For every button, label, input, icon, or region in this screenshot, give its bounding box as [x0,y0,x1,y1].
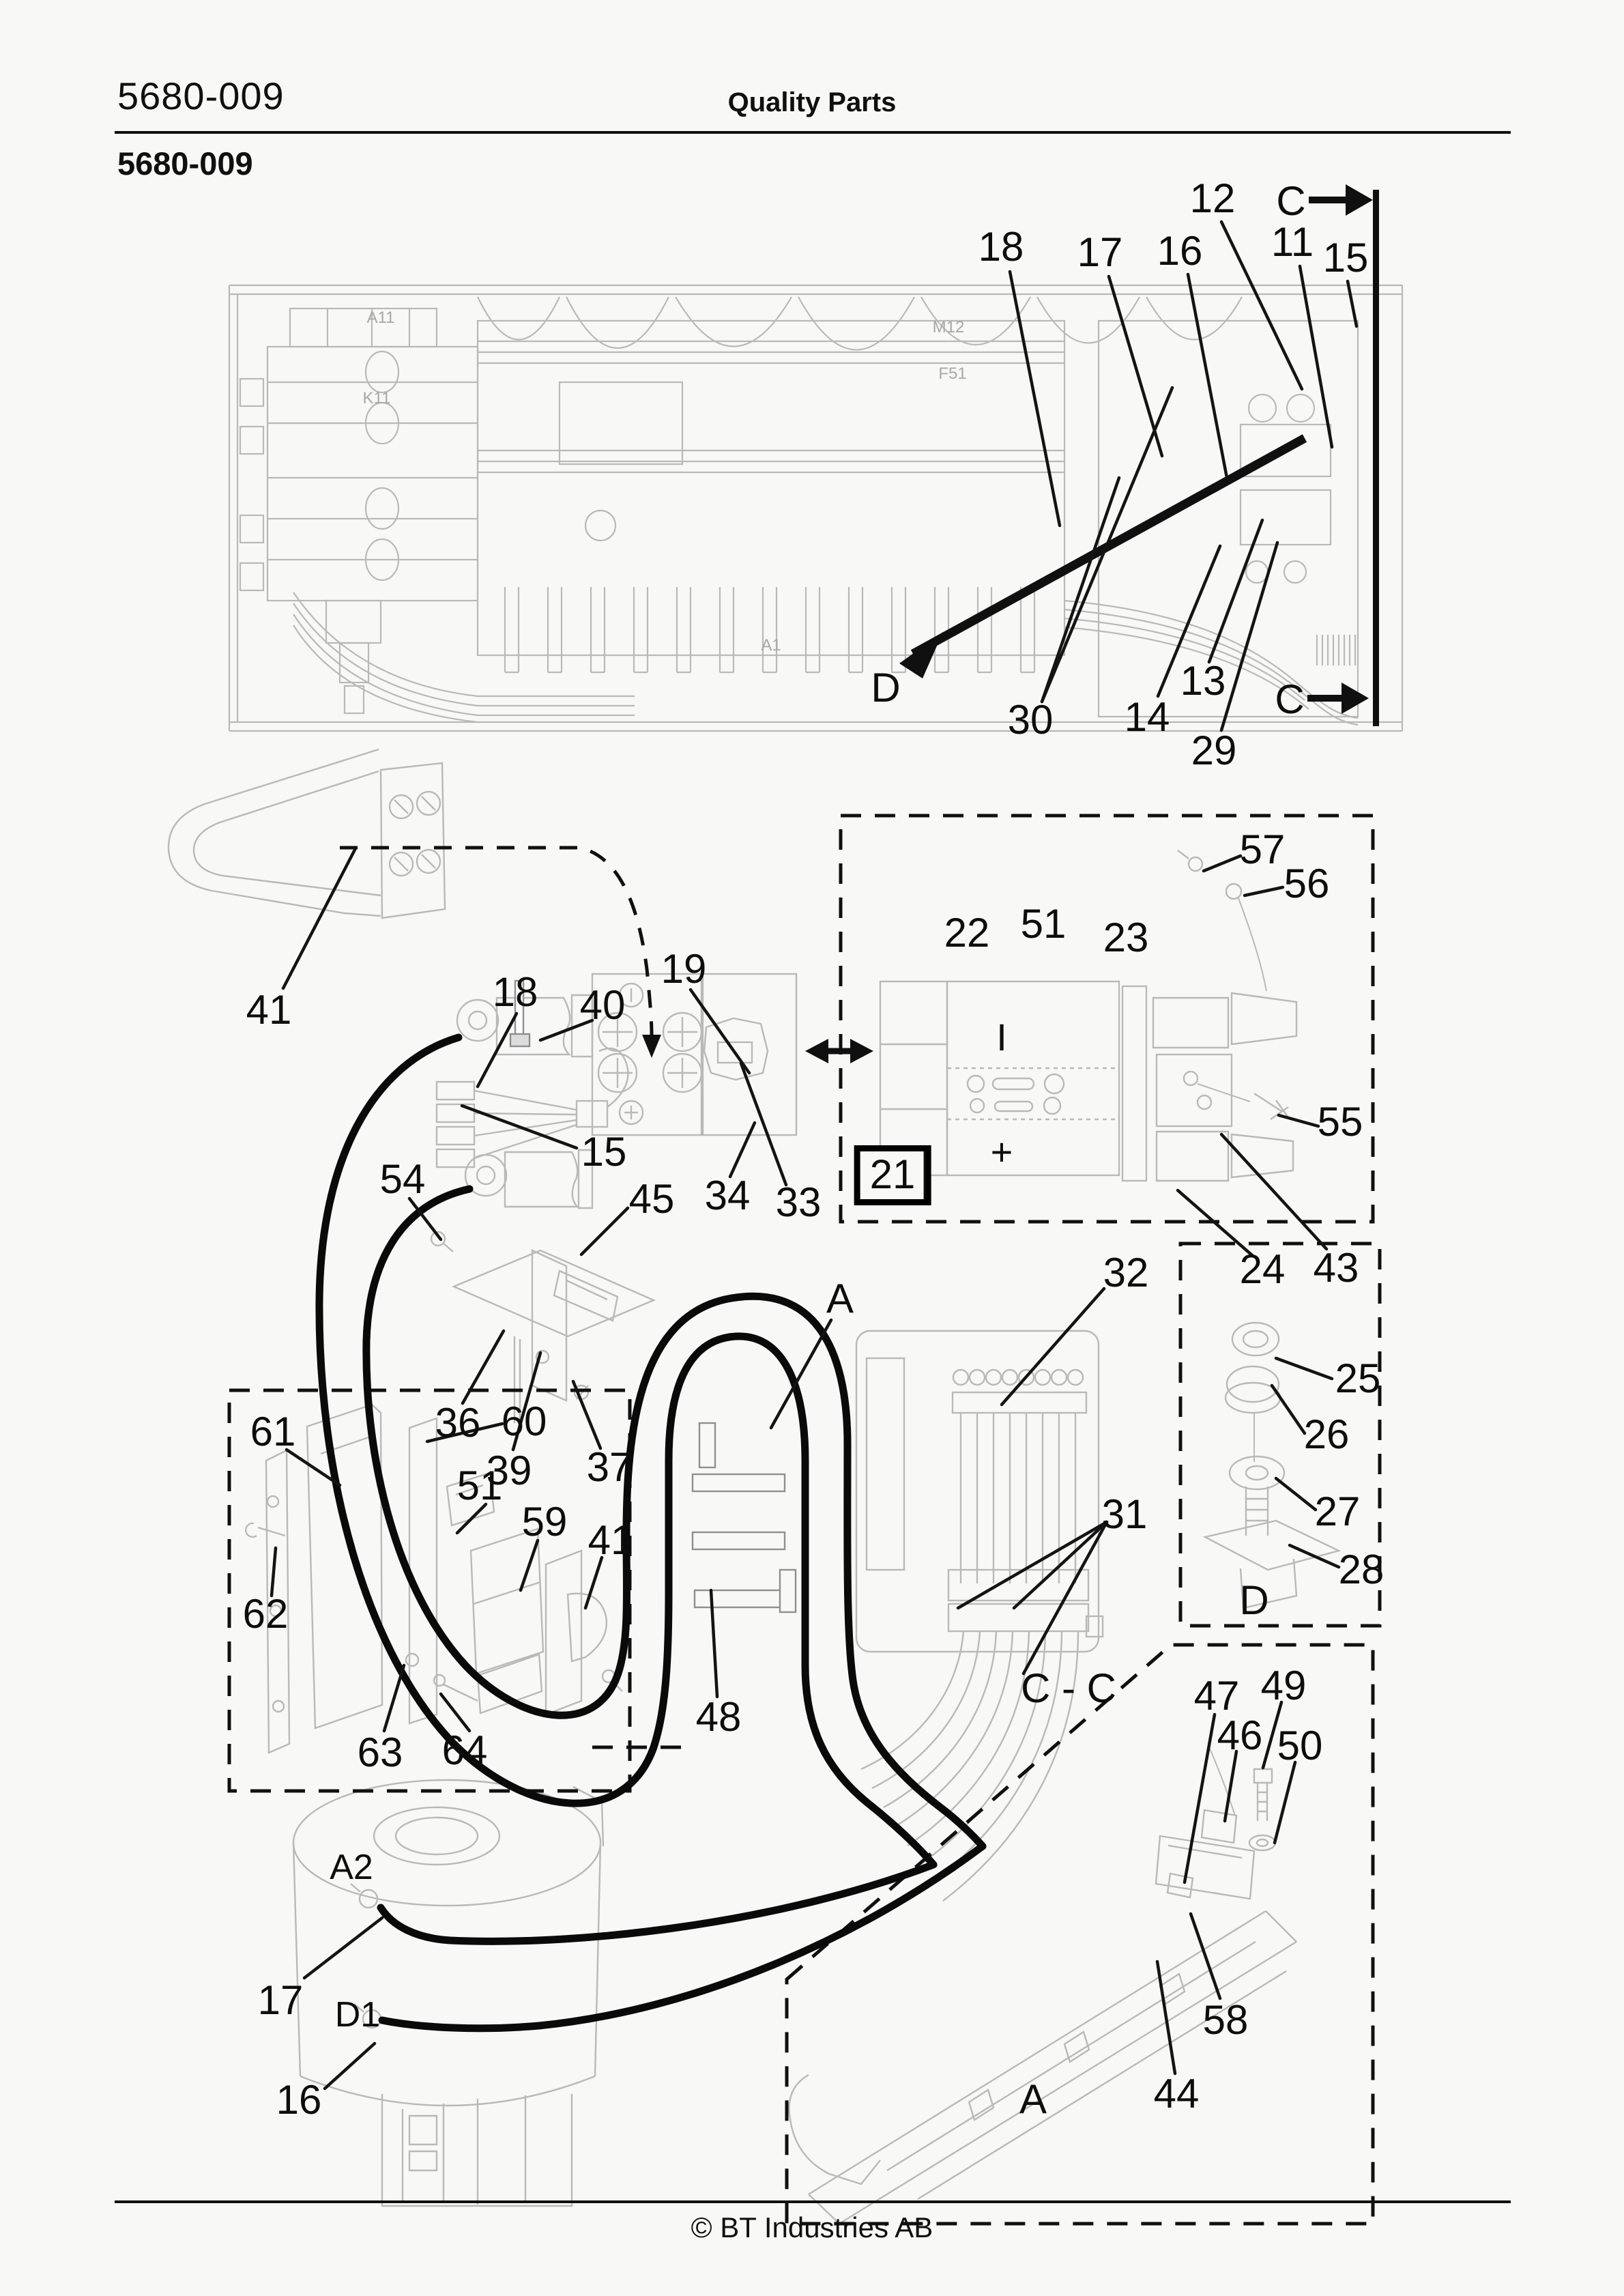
section-label-d-box: D [1239,1577,1269,1623]
detail-box-c-c [785,1643,1375,2226]
connector-minus-mark: I [996,1016,1007,1059]
footer-rule [115,2200,1511,2203]
part-label-18-top: 18 [978,224,1024,270]
d-arrow-head [899,632,943,678]
section-label-c-c: C - C [1021,1665,1116,1711]
part-label-64: 64 [441,1727,488,1773]
part-label-61: 61 [250,1409,296,1454]
part-label-60: 60 [501,1398,547,1444]
part-label-32: 32 [1103,1250,1149,1295]
document-number-header: 5680-009 [117,74,285,117]
part-label-15-mid: 15 [581,1129,627,1175]
part-label-49: 49 [1260,1663,1307,1708]
part-label-39: 39 [486,1448,532,1493]
part-label-26: 26 [1303,1411,1350,1457]
part-label-50: 50 [1277,1723,1323,1768]
footer-copyright: © BT Industries AB [691,2211,933,2243]
d-arrow-shaft [910,434,1307,658]
part-label-19: 19 [661,946,707,992]
part-label-55: 55 [1317,1099,1363,1145]
sketch-ref-k11: K11 [362,389,391,407]
part-label-43: 43 [1313,1245,1359,1291]
section-arrows [805,184,1379,1063]
part-label-41-left: 41 [588,1517,634,1563]
connector-plus-mark: + [990,1130,1013,1173]
part-label-16-bottom: 16 [276,2077,322,2123]
part-label-62: 62 [242,1591,289,1637]
terminal-label-d1: D1 [334,1995,381,2035]
part-label-46: 46 [1217,1712,1263,1758]
part-label-51-left: 51 [456,1463,503,1508]
part-label-36: 36 [435,1400,481,1446]
part-label-44: 44 [1153,2071,1200,2116]
part-label-28: 28 [1338,1547,1384,1592]
part-label-12: 12 [1189,175,1236,221]
terminal-label-a2: A2 [330,1848,373,1887]
dashed-boxes [227,814,1382,2226]
section-arrow-c-top: C [1276,178,1306,224]
pointer-arrowhead-down [642,1035,661,1058]
sketch-ref-f51: F51 [938,364,967,383]
part-label-31: 31 [1101,1491,1148,1537]
part-label-59: 59 [521,1499,568,1545]
part-label-18-mid: 18 [492,969,538,1015]
part-label-14: 14 [1124,694,1170,740]
part-label-16-top: 16 [1157,228,1203,274]
sketch-ref-m12: M12 [932,318,965,336]
section-label-d: D [871,665,901,711]
part-label-29: 29 [1191,728,1237,773]
figure-ref-21: 21 [854,1145,931,1205]
part-label-17-top: 17 [1077,229,1123,275]
header-rule [115,131,1511,134]
swap-arrow-left [805,1039,828,1063]
c-arrow-bottom [1342,683,1369,714]
part-label-37: 37 [586,1444,633,1490]
part-label-40: 40 [579,982,626,1028]
part-label-17-bottom: 17 [257,1977,304,2023]
part-label-45: 45 [628,1176,675,1222]
part-label-47: 47 [1193,1673,1240,1719]
c-arrow-top [1346,184,1373,216]
part-label-24: 24 [1239,1246,1286,1292]
part-label-34: 34 [704,1173,751,1218]
swap-arrow-right [850,1039,873,1063]
part-label-23: 23 [1103,915,1149,960]
part-label-51-box21: 51 [1020,901,1067,947]
detail-box-left [227,1388,632,1793]
part-label-54: 54 [379,1156,426,1202]
section-label-a-cc: A [1019,2076,1047,2122]
battery-cables [315,1033,987,2033]
part-label-11: 11 [1271,219,1314,265]
part-label-56: 56 [1284,861,1330,906]
part-label-63: 63 [357,1730,403,1775]
sketch-ref-a11: A11 [366,308,395,327]
part-label-27: 27 [1314,1489,1361,1534]
part-label-41-handle: 41 [246,987,292,1033]
part-label-30: 30 [1007,697,1054,743]
mid-parts-sketch [167,748,1342,2225]
machine-top-view-sketch [228,284,1404,732]
part-label-22: 22 [944,910,990,956]
part-label-15-top: 15 [1322,235,1369,281]
part-label-57: 57 [1239,827,1286,872]
section-label-a-mid: A [826,1276,854,1321]
part-label-33: 33 [775,1179,822,1225]
section-arrow-c-bottom: C [1275,676,1305,722]
part-label-58: 58 [1202,1997,1249,2043]
detail-box-d [1178,1242,1382,1628]
leader-lines [270,220,1359,2091]
part-label-13: 13 [1180,658,1226,704]
part-label-25: 25 [1335,1355,1381,1401]
section-cut-line [1373,190,1379,726]
sketch-ref-a1: A1 [761,636,781,655]
page-header-title: Quality Parts [727,87,897,117]
page-title: 5680-009 [117,145,253,182]
handle-dashed-pointer [340,846,654,1035]
part-label-48: 48 [695,1694,742,1740]
detail-box-21 [839,814,1375,1224]
